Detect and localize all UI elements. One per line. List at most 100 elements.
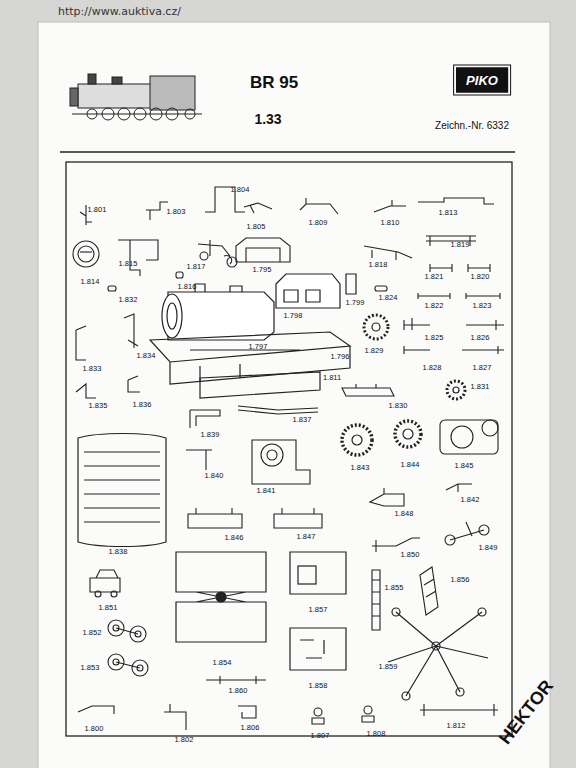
callout-number: 1.820 — [471, 273, 490, 281]
small-part-stroke — [128, 376, 140, 392]
body-part-stroke — [78, 434, 166, 547]
small-parts — [73, 187, 504, 730]
callout-number: 1.809 — [309, 219, 328, 227]
callout-number: 1.808 — [367, 730, 386, 738]
small-part-stroke — [420, 567, 438, 615]
body-part-stroke — [168, 292, 274, 340]
source-url: http://www.auktiva.cz/ — [58, 6, 181, 17]
body-part-stroke — [200, 372, 320, 398]
small-part-stroke — [108, 286, 116, 291]
callout-number: 1.848 — [395, 510, 414, 518]
small-part-stroke — [116, 628, 138, 634]
locomotive-sketch-stroke — [185, 109, 195, 119]
small-part-stroke — [111, 591, 117, 597]
callout-number: 1.803 — [167, 208, 186, 216]
header-rule-stroke — [60, 151, 515, 153]
callout-number: 1.799 — [346, 299, 365, 307]
callout-number: 1.802 — [175, 736, 194, 744]
body-part-stroke — [402, 692, 410, 700]
small-part-stroke — [372, 538, 420, 552]
drawing-frame-stroke — [66, 162, 512, 736]
small-part-stroke — [446, 484, 472, 492]
callout-number: 1.826 — [471, 334, 490, 342]
small-part-stroke — [342, 384, 394, 396]
body-part-stroke — [84, 452, 160, 522]
small-part-stroke — [418, 198, 494, 204]
callout-number: 1.816 — [178, 283, 197, 291]
body-part-stroke — [346, 274, 356, 294]
callout-number: 1.833 — [83, 365, 102, 373]
callout-number: 1.827 — [473, 364, 492, 372]
body-part-stroke — [456, 688, 464, 696]
small-part-stroke — [164, 704, 186, 730]
small-part-stroke — [76, 326, 86, 360]
callout-number: 1.832 — [119, 296, 138, 304]
small-part-stroke — [362, 716, 374, 722]
small-part-stroke — [261, 444, 283, 466]
small-part-stroke — [206, 676, 266, 684]
callout-number: 1.841 — [257, 487, 276, 495]
callout-number: 1.819 — [451, 241, 470, 249]
small-part-stroke — [374, 200, 406, 212]
locomotive-sketch — [70, 74, 202, 120]
body-part-stroke — [276, 274, 340, 308]
callout-number: 1.830 — [389, 402, 408, 410]
callout-number: 1.837 — [293, 416, 312, 424]
small-part-stroke — [252, 440, 310, 484]
callout-number: 1.855 — [385, 584, 404, 592]
callout-number: 1.860 — [229, 687, 248, 695]
body-part-stroke — [176, 552, 266, 642]
callout-number: 1.801 — [88, 206, 107, 214]
callout-number: 1.839 — [201, 431, 220, 439]
small-part-stroke — [300, 198, 338, 214]
scale-number: 1.33 — [254, 112, 281, 126]
callout-number: 1.838 — [109, 548, 128, 556]
small-part-stroke — [274, 508, 322, 528]
callout-number: 1.849 — [479, 544, 498, 552]
callout-number: 1.858 — [309, 682, 328, 690]
small-part-stroke — [188, 508, 242, 528]
gear-part-stroke — [352, 435, 362, 445]
callout-number: 1.842 — [461, 496, 480, 504]
small-part-stroke — [312, 718, 324, 724]
small-part-stroke — [116, 662, 140, 668]
gear-part-stroke — [447, 381, 465, 399]
body-part-stroke — [432, 642, 440, 650]
small-part-stroke — [404, 318, 504, 330]
model-title: BR 95 — [250, 74, 298, 91]
gear-part-stroke — [453, 387, 459, 393]
callout-number: 1.857 — [309, 606, 328, 614]
body-part-stroke — [388, 612, 488, 696]
small-part-stroke — [76, 384, 96, 398]
locomotive-sketch-stroke — [166, 108, 178, 120]
body-part-stroke — [290, 552, 346, 670]
small-part-stroke — [238, 706, 256, 718]
callout-number: 1.815 — [119, 260, 138, 268]
callout-number: 1.797 — [249, 343, 268, 351]
small-part-stroke — [364, 706, 372, 714]
small-part-stroke — [314, 708, 322, 716]
small-part-stroke — [124, 314, 138, 348]
callout-number: 1.834 — [137, 352, 156, 360]
callout-number: 1.818 — [369, 261, 388, 269]
locomotive-sketch-stroke — [70, 88, 78, 106]
body-part-stroke — [216, 592, 226, 602]
small-part-stroke — [73, 241, 99, 267]
callout-number: 1.822 — [425, 302, 444, 310]
locomotive-sketch-stroke — [87, 109, 97, 119]
body-parts — [78, 274, 488, 700]
callout-number: 1.845 — [455, 462, 474, 470]
gear-part-stroke — [342, 425, 372, 455]
callout-number: 1.846 — [225, 534, 244, 542]
callout-number: 1.805 — [247, 223, 266, 231]
body-part-stroke — [195, 284, 242, 292]
small-part-stroke — [267, 450, 277, 460]
callout-number: 1.806 — [241, 724, 260, 732]
small-part-stroke — [244, 203, 272, 213]
callout-number: 1.814 — [81, 278, 100, 286]
small-part-stroke — [146, 202, 168, 220]
small-part-stroke — [80, 251, 92, 252]
body-part-stroke — [162, 294, 182, 338]
callout-number: 1.800 — [85, 725, 104, 733]
locomotive-sketch-stroke — [102, 108, 114, 120]
